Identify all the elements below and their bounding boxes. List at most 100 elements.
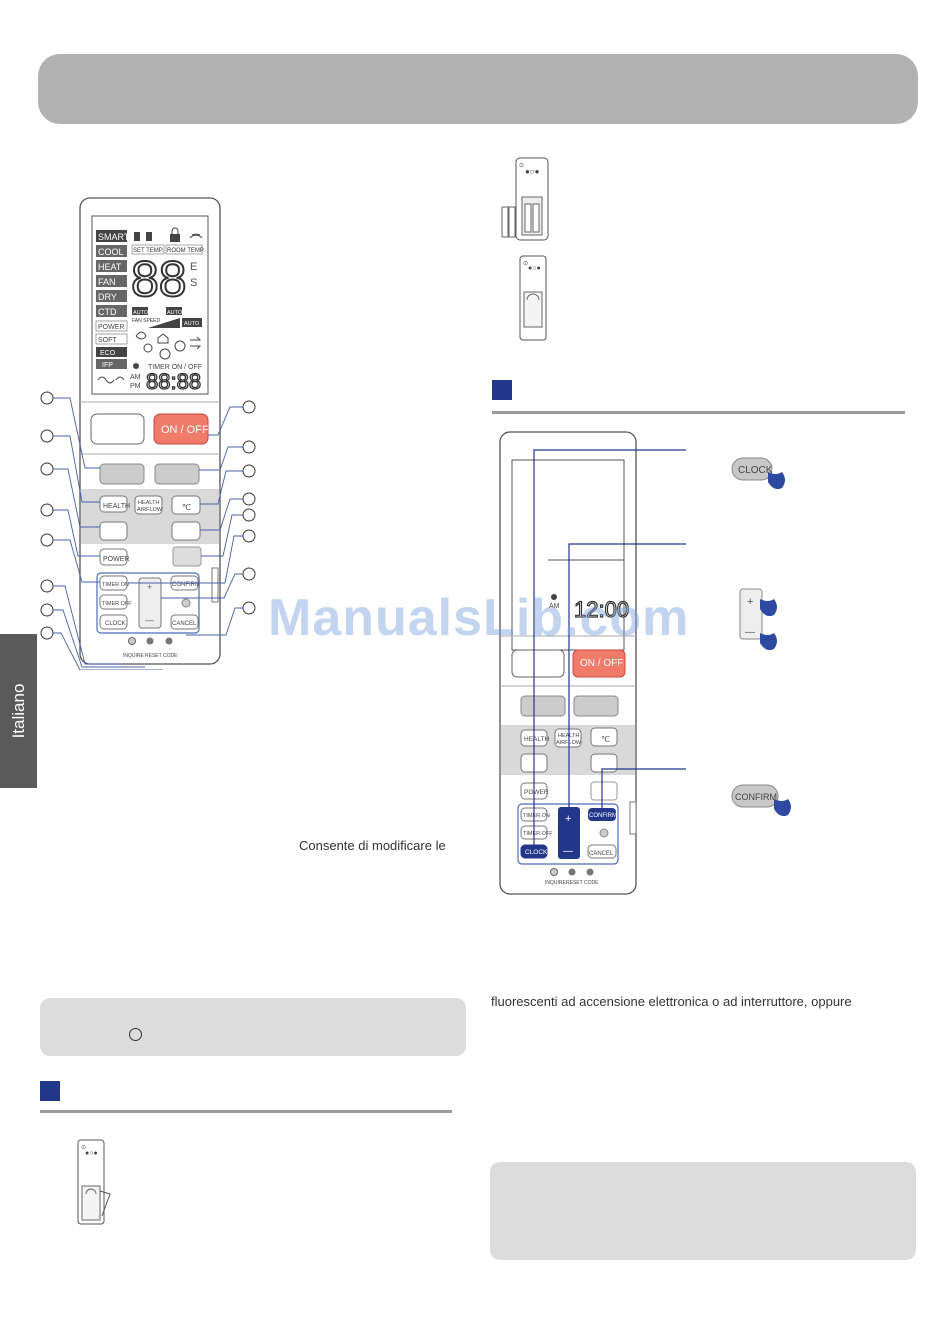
code-label: CODE: [163, 653, 178, 659]
timer-on-button[interactable]: [99, 575, 128, 591]
celsius-label: ℃: [182, 503, 191, 512]
lcd-mode-ifp: IFP: [102, 362, 113, 369]
plus-minus-rocker[interactable]: [138, 577, 162, 629]
svg-text:+: +: [565, 813, 571, 825]
svg-text:—: —: [563, 846, 573, 857]
lcd-function-icons: [135, 331, 202, 360]
svg-text:+: +: [747, 596, 753, 608]
svg-text:POWER: POWER: [524, 789, 549, 796]
pointing-hand-icon-up: [760, 599, 777, 617]
confirm-label: CONFIRM: [172, 582, 200, 588]
fan-speed-bar-icon: [148, 318, 180, 328]
svg-text:TIMER ON: TIMER ON: [523, 813, 550, 819]
celsius-button[interactable]: [171, 495, 201, 515]
svg-text:⊙: ⊙: [81, 1145, 86, 1151]
svg-text:●○●: ●○●: [528, 265, 541, 272]
power-label: POWER: [103, 556, 129, 563]
pointing-hand-icon: [768, 472, 785, 490]
lcd-mode-eco: ECO: [100, 350, 116, 357]
pointing-hand-icon: [774, 799, 791, 817]
lcd-clock-digits-2: 12:00: [574, 597, 629, 622]
callout-markers-right: [242, 400, 256, 615]
blank-button-power-right[interactable]: [172, 546, 202, 567]
clock-icon-2: [551, 594, 557, 600]
lcd-auto-swing: AUTO: [133, 310, 149, 316]
lcd-status-icons: [134, 227, 203, 242]
svg-text:⊙: ⊙: [523, 261, 528, 267]
remote-clock-setting-diagram: AM 12:00 ON / OFF HEALTH HEALTH AIRFLOW …: [499, 431, 686, 895]
clock-button[interactable]: [99, 614, 128, 630]
lcd-clock-digits: 88:88: [146, 369, 201, 394]
swing-right-button[interactable]: [154, 463, 200, 485]
remote-control-diagram: SMART COOL HEAT FAN DRY CTD POWER SOFT E…: [40, 197, 256, 670]
plus-minus-rocker-2[interactable]: [558, 807, 580, 859]
svg-text:—: —: [745, 627, 755, 638]
svg-text:℃: ℃: [601, 735, 610, 744]
svg-text:CONFIRM: CONFIRM: [589, 813, 617, 819]
lcd-auto-mid: AUTO: [167, 310, 183, 316]
text-line-left: Consente di modificare le: [299, 838, 446, 853]
lcd-mode-fan: FAN: [98, 277, 116, 287]
lcd-mode-cool: COOL: [98, 247, 124, 257]
swing-left-button[interactable]: [99, 463, 145, 485]
plus-minus-callout: + —: [739, 588, 777, 651]
lcd-mode-soft: SOFT: [98, 337, 117, 344]
svg-text:—: —: [145, 615, 154, 625]
health-airflow-button[interactable]: [134, 495, 163, 515]
text-line-right: fluorescenti ad accensione elettronica o…: [491, 994, 852, 1009]
inquire-button[interactable]: [128, 637, 136, 645]
section-divider-right: [492, 411, 905, 414]
on-off-button-2[interactable]: [572, 649, 626, 678]
pointing-hand-icon-down: [760, 633, 777, 651]
svg-text:AIRFLOW: AIRFLOW: [137, 507, 163, 513]
language-tab[interactable]: Italiano: [0, 634, 37, 788]
lcd-am-2: AM: [549, 603, 560, 610]
lcd-room-temp-label: ROOM TEMP.: [167, 248, 205, 254]
lcd-wave-icon: [97, 376, 125, 384]
side-slot: [211, 567, 219, 603]
watermark: ManualsLib.com: [268, 589, 690, 647]
svg-text:⊙: ⊙: [519, 163, 524, 169]
lcd-mode-power: POWER: [98, 324, 124, 331]
lcd-mode-heat: HEAT: [98, 262, 122, 272]
svg-text:HEALTH: HEALTH: [138, 500, 159, 506]
callout-lines-left: [53, 397, 163, 670]
timer-off-button[interactable]: [99, 594, 128, 610]
confirm-button-2[interactable]: [588, 808, 616, 821]
lcd-set-temp-label: SET TEMP.: [133, 248, 164, 254]
lcd-side-indicator: E: [190, 261, 197, 273]
battery-cover-diagram: ⊙ ●○●: [77, 1139, 111, 1225]
section-marker-left: [40, 1081, 60, 1101]
timer-on-label: TIMER ON: [102, 582, 129, 588]
power-button[interactable]: [99, 548, 128, 566]
timer-group-frame: [96, 572, 200, 634]
battery-install-diagram: ⊙ ●○● ⊙ ●○●: [501, 157, 549, 341]
svg-text:CLOCK: CLOCK: [525, 849, 548, 856]
lcd-pm: PM: [130, 383, 141, 390]
code-button[interactable]: [165, 637, 173, 645]
language-tab-label: Italiano: [8, 683, 28, 739]
reset-button[interactable]: [146, 637, 154, 645]
blank-button-top-left[interactable]: [90, 413, 145, 445]
lcd-auto-fan: AUTO: [184, 321, 200, 327]
lcd-mode-ctd: CTD: [98, 307, 117, 317]
section-marker-right: [492, 380, 512, 400]
on-off-button[interactable]: [153, 413, 209, 445]
lcd-am: AM: [130, 374, 141, 381]
header-banner: [38, 54, 918, 124]
blank-button-mid-right[interactable]: [171, 521, 201, 541]
health-label: HEALTH: [103, 503, 130, 510]
clock-icon: [133, 363, 139, 369]
lcd-temperature-digits: 88: [131, 251, 187, 307]
svg-text:INQUIRE: INQUIRE: [545, 880, 567, 886]
blank-button-mid-left[interactable]: [99, 521, 128, 541]
indicator-led: [181, 598, 191, 608]
lcd-mode-dry: DRY: [98, 292, 117, 302]
cancel-button[interactable]: [170, 614, 199, 630]
lcd-timer-label: TIMER ON / OFF: [148, 364, 202, 371]
health-button[interactable]: [99, 495, 128, 513]
note-box-left: [40, 998, 466, 1056]
section-divider-left: [40, 1110, 452, 1113]
confirm-callout-label: CONFIRM: [735, 792, 777, 802]
callout-marker-in-note: [129, 1028, 142, 1041]
